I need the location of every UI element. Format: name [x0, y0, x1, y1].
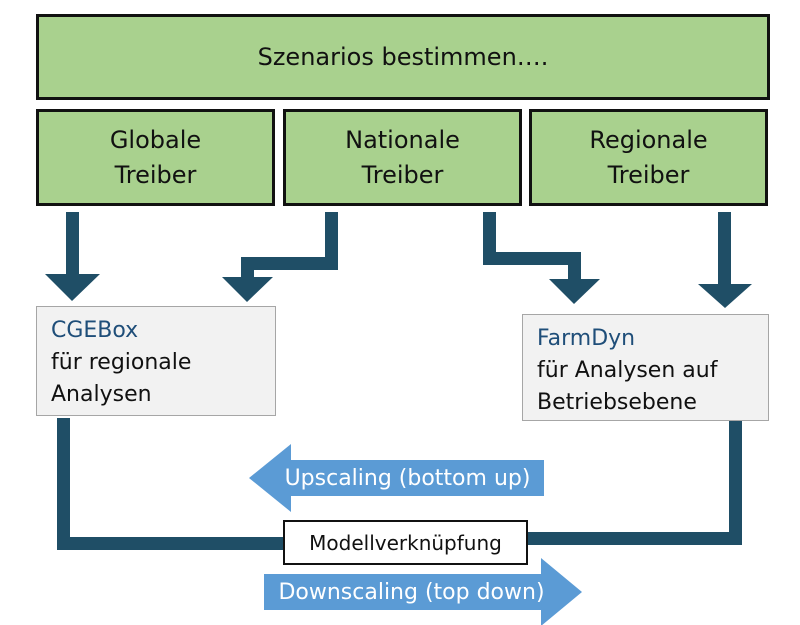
farmdyn-desc-line1: für Analysen auf: [537, 357, 718, 383]
driver-regional-line2: Treiber: [607, 160, 690, 189]
arrow-global-to-cgebox: [45, 212, 100, 301]
cgebox-name: CGEBox: [51, 318, 139, 343]
farmdyn-name: FarmDyn: [537, 326, 636, 351]
driver-global-line2: Treiber: [114, 160, 197, 189]
arrow-regional-to-farmdyn: [698, 212, 752, 308]
driver-national-line2: Treiber: [361, 160, 444, 189]
cgebox-desc-line2: Analysen: [51, 381, 152, 407]
driver-global-box: Globale Treiber: [36, 109, 275, 206]
farmdyn-desc-line2: Betriebsebene: [537, 389, 697, 415]
connector-cgebox-to-link: [57, 418, 285, 550]
connector-farmdyn-to-link: [526, 421, 742, 545]
downscaling-arrow-shape: [264, 558, 582, 625]
upscaling-arrow-label: Upscaling (bottom up): [284, 465, 531, 491]
driver-national-line1: Nationale: [345, 125, 460, 154]
arrow-national-to-farmdyn: [483, 212, 600, 304]
scenario-title: Szenarios bestimmen….: [257, 43, 549, 71]
driver-regional-line1: Regionale: [589, 125, 708, 154]
driver-national-box: Nationale Treiber: [283, 109, 522, 206]
model-link-label: Modellverknüpfung: [309, 530, 502, 555]
downscaling-arrow-label: Downscaling (top down): [278, 579, 545, 605]
arrow-national-to-cgebox: [222, 212, 338, 302]
driver-global-line1: Globale: [109, 125, 202, 154]
driver-regional-box: Regionale Treiber: [529, 109, 768, 206]
scenario-box: Szenarios bestimmen….: [36, 14, 770, 100]
farmdyn-model-box: FarmDyn für Analysen auf Betriebsebene: [522, 314, 769, 421]
model-link-box: Modellverknüpfung: [283, 520, 528, 565]
upscaling-arrow-shape: [249, 444, 544, 512]
cgebox-desc-line1: für regionale: [51, 349, 192, 375]
cgebox-model-box: CGEBox für regionale Analysen: [36, 306, 276, 416]
